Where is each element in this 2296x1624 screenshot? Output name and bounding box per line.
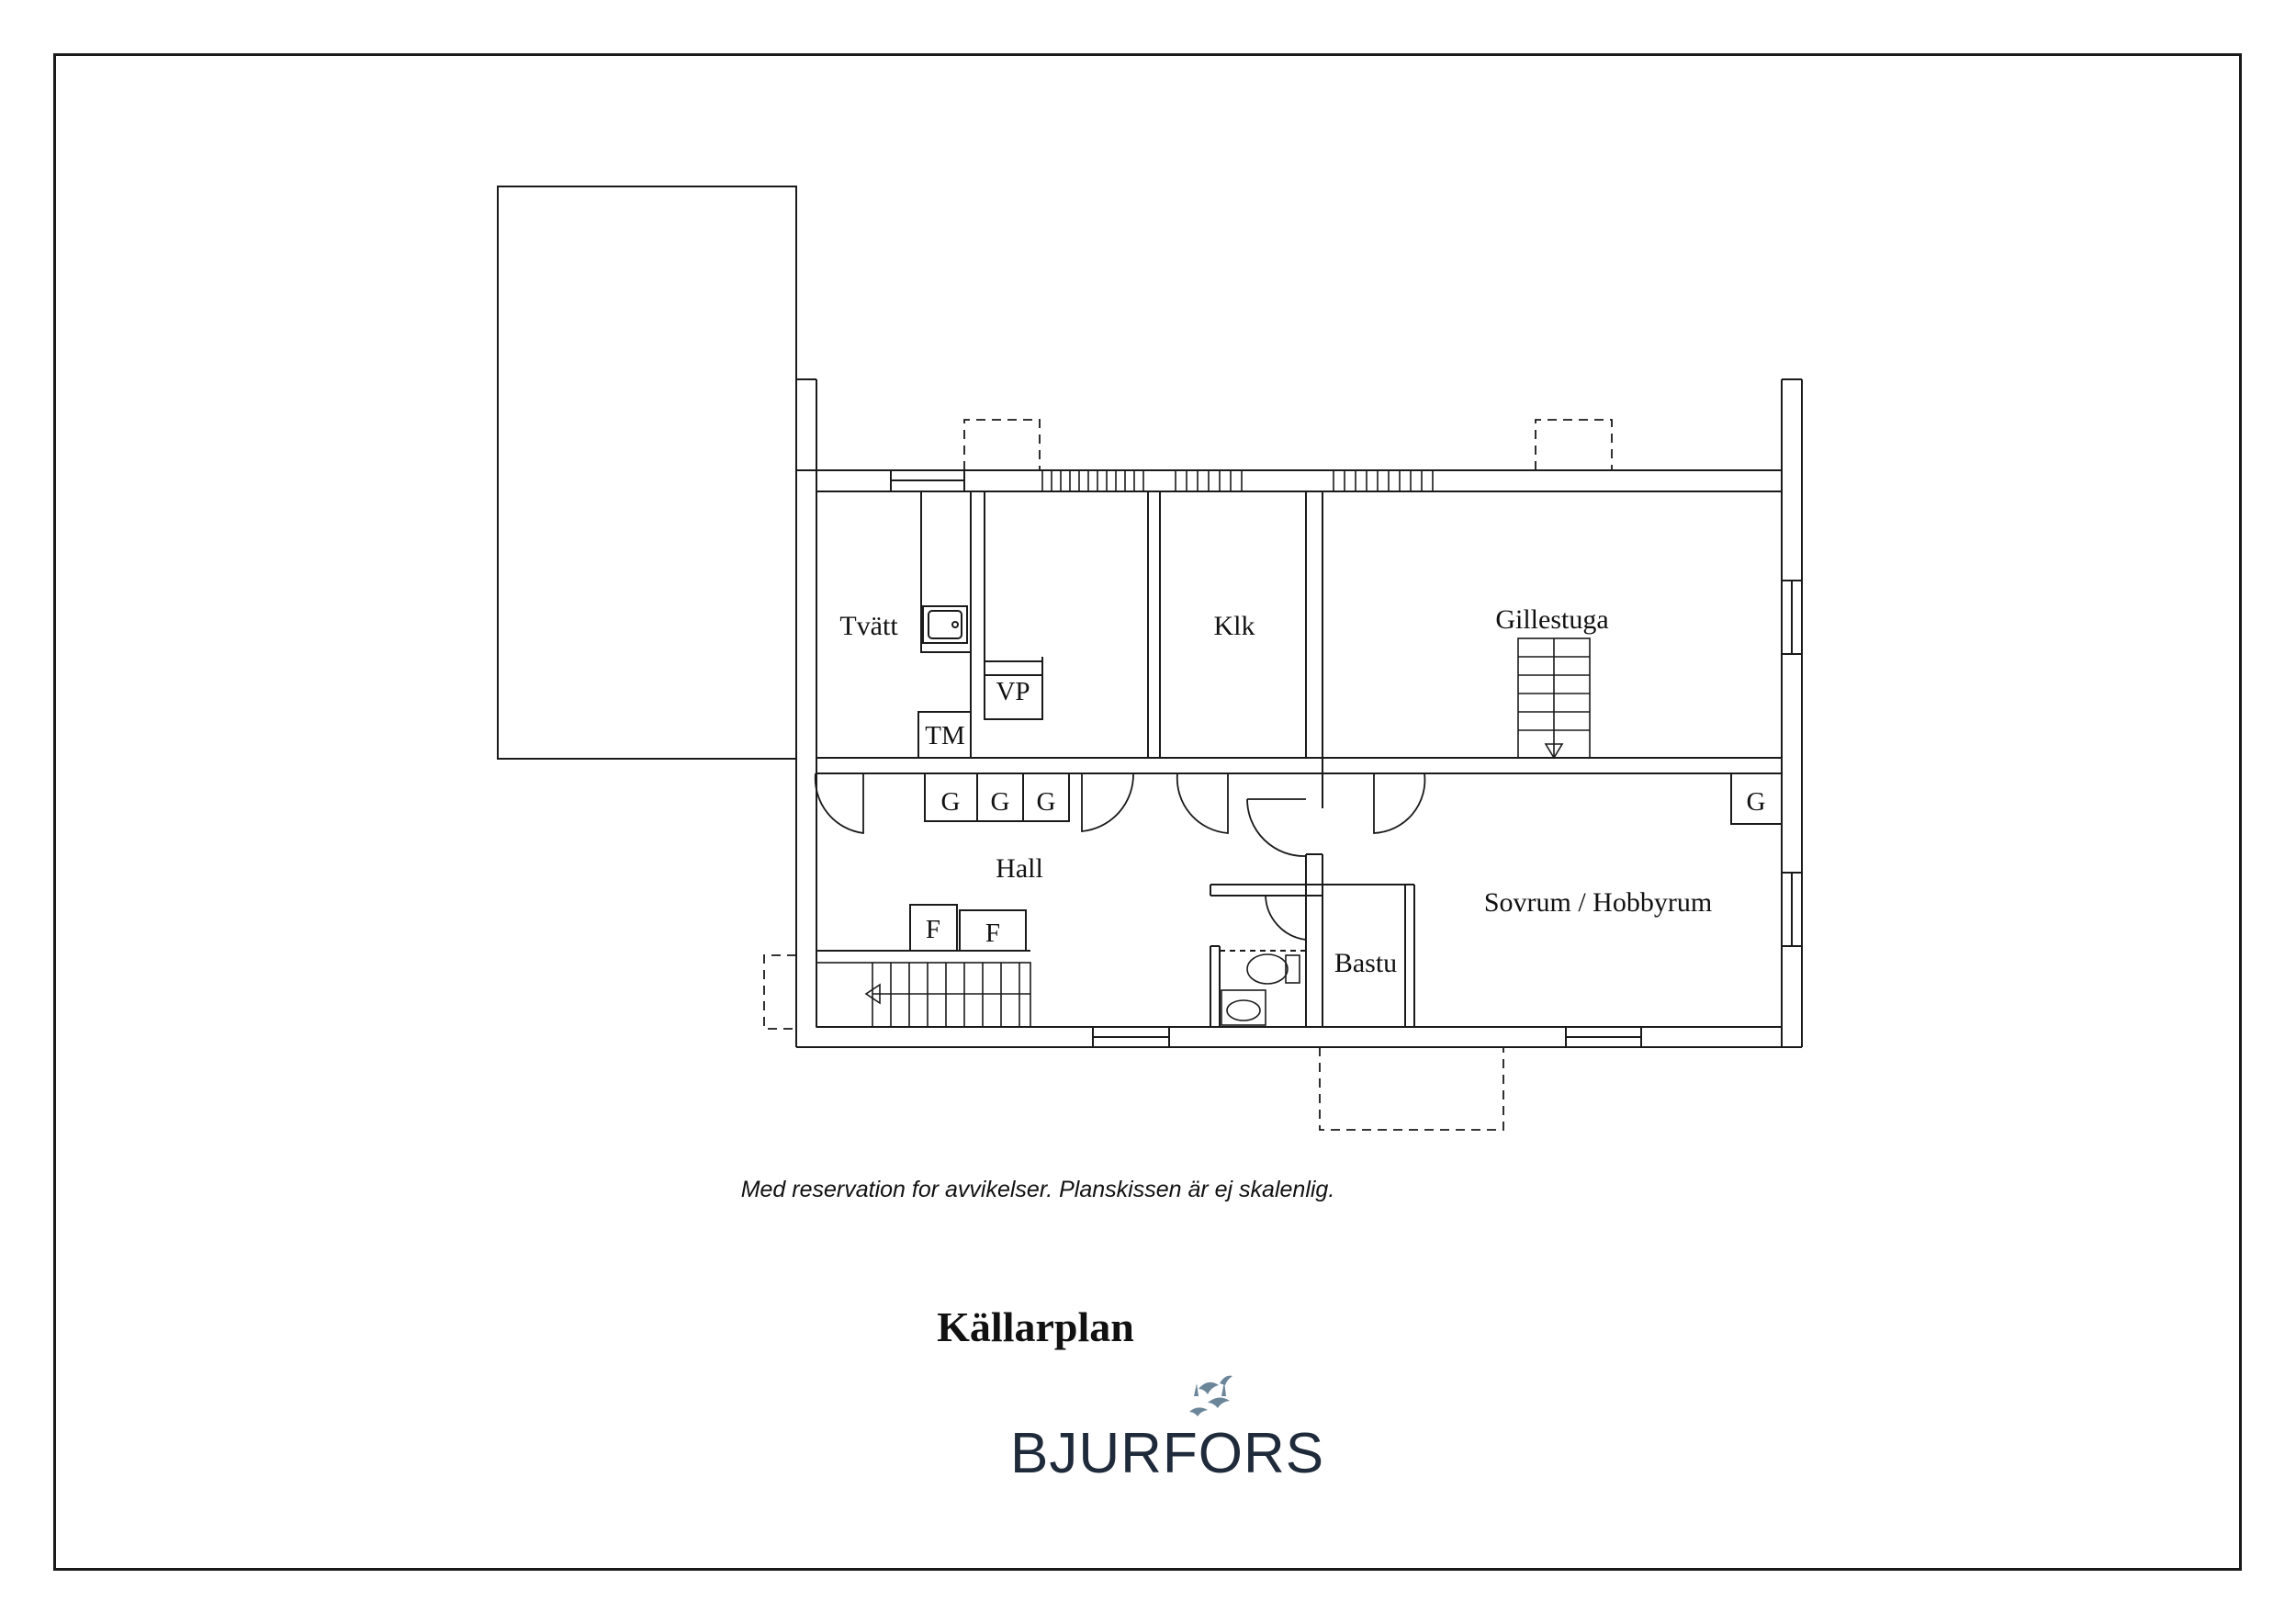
brand-logo: BJURFORS xyxy=(1010,1370,1325,1490)
laundry-sink xyxy=(922,605,968,644)
wardrobe-4 xyxy=(1730,773,1783,825)
bottom-windows xyxy=(1092,1027,1642,1047)
label-f-2: F xyxy=(985,919,1000,948)
wash-basin xyxy=(1221,989,1266,1026)
label-vp: VP xyxy=(996,677,1030,706)
outer-walls xyxy=(795,378,1803,1048)
label-g-1: G xyxy=(941,787,961,817)
label-f-1: F xyxy=(926,915,940,944)
room-label-gillestuga: Gillestuga xyxy=(1495,604,1608,635)
room-label-tvatt: Tvätt xyxy=(839,611,898,641)
stairs-lower xyxy=(816,962,1031,1028)
top-windows xyxy=(890,470,965,491)
stairs-upper xyxy=(1517,637,1591,760)
toilet xyxy=(1246,953,1300,985)
page-frame xyxy=(53,53,2242,1571)
interior-walls xyxy=(816,491,1782,1027)
wardrobe-3 xyxy=(1022,773,1070,822)
top-vents xyxy=(1041,470,1434,491)
heat-pump-box xyxy=(984,660,1043,720)
dashed-features xyxy=(763,419,1613,1131)
label-tm: TM xyxy=(925,721,965,750)
room-label-sovrum: Sovrum / Hobbyrum xyxy=(1484,887,1712,918)
room-label-bastu: Bastu xyxy=(1334,948,1397,978)
fridge-2 xyxy=(959,909,1027,952)
room-label-hall: Hall xyxy=(996,853,1043,884)
birds-icon xyxy=(1189,1375,1232,1416)
annex-outline xyxy=(497,186,797,760)
label-g-2: G xyxy=(991,787,1010,817)
label-g-3: G xyxy=(1037,787,1056,817)
washer-box xyxy=(917,711,972,759)
utility-counter xyxy=(920,491,972,653)
brand-wordmark: BJURFORS xyxy=(1010,1422,1325,1485)
right-windows xyxy=(1782,580,1802,947)
disclaimer-text: Med reservation for avvikelser. Planskis… xyxy=(740,1177,1335,1202)
plan-title: Källarplan xyxy=(937,1303,1134,1350)
door-swings xyxy=(814,773,1426,941)
label-g-4: G xyxy=(1747,787,1766,817)
fridge-1 xyxy=(909,904,958,952)
room-label-klk: Klk xyxy=(1214,611,1255,641)
